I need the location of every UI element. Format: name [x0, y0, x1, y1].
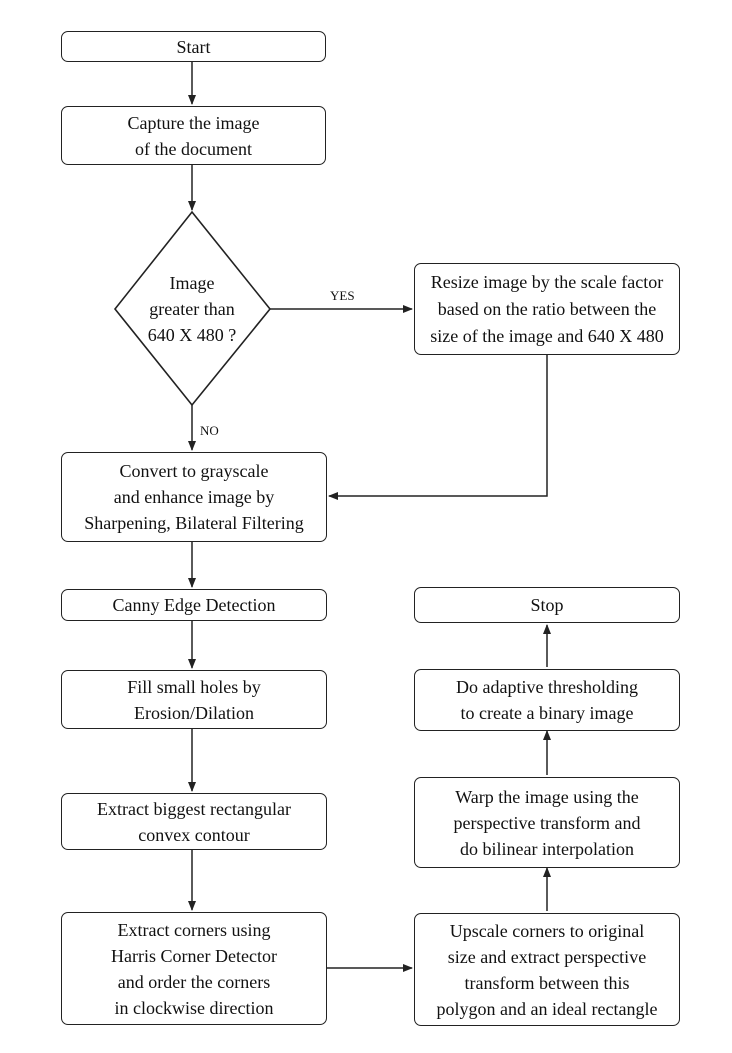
capture-label: Capture the image of the document — [127, 112, 260, 159]
edge-resize-grayscale — [328, 355, 548, 500]
decision-label: Image greater than 640 X 480 ? — [147, 273, 237, 345]
corners-label: Extract corners using Harris Corner Dete… — [111, 919, 277, 1018]
resize-node: Resize image by the scale factor based o… — [414, 263, 680, 355]
start-label: Start — [176, 36, 211, 57]
no-label: NO — [200, 423, 219, 438]
threshold-node: Do adaptive thresholding to create a bin… — [414, 669, 680, 731]
warp-node: Warp the image using the perspective tra… — [414, 777, 680, 868]
fill-label: Fill small holes by Erosion/Dilation — [127, 676, 261, 723]
contour-node: Extract biggest rectangular convex conto… — [61, 793, 327, 850]
canny-node: Canny Edge Detection — [61, 589, 327, 621]
stop-node: Stop — [414, 587, 680, 623]
threshold-label: Do adaptive thresholding to create a bin… — [456, 677, 638, 723]
warp-label: Warp the image using the perspective tra… — [453, 786, 641, 859]
grayscale-label: Convert to grayscale and enhance image b… — [84, 461, 304, 533]
upscale-label: Upscale corners to original size and ext… — [436, 920, 658, 1019]
resize-label: Resize image by the scale factor based o… — [430, 271, 664, 346]
fill-node: Fill small holes by Erosion/Dilation — [61, 670, 327, 729]
contour-label: Extract biggest rectangular convex conto… — [97, 798, 291, 845]
upscale-node: Upscale corners to original size and ext… — [414, 913, 680, 1026]
yes-label: YES — [330, 288, 355, 303]
canny-label: Canny Edge Detection — [112, 595, 276, 615]
stop-label: Stop — [530, 595, 564, 615]
capture-node: Capture the image of the document — [61, 106, 326, 165]
corners-node: Extract corners using Harris Corner Dete… — [61, 912, 327, 1025]
grayscale-node: Convert to grayscale and enhance image b… — [61, 452, 327, 542]
start-node: Start — [61, 31, 326, 62]
